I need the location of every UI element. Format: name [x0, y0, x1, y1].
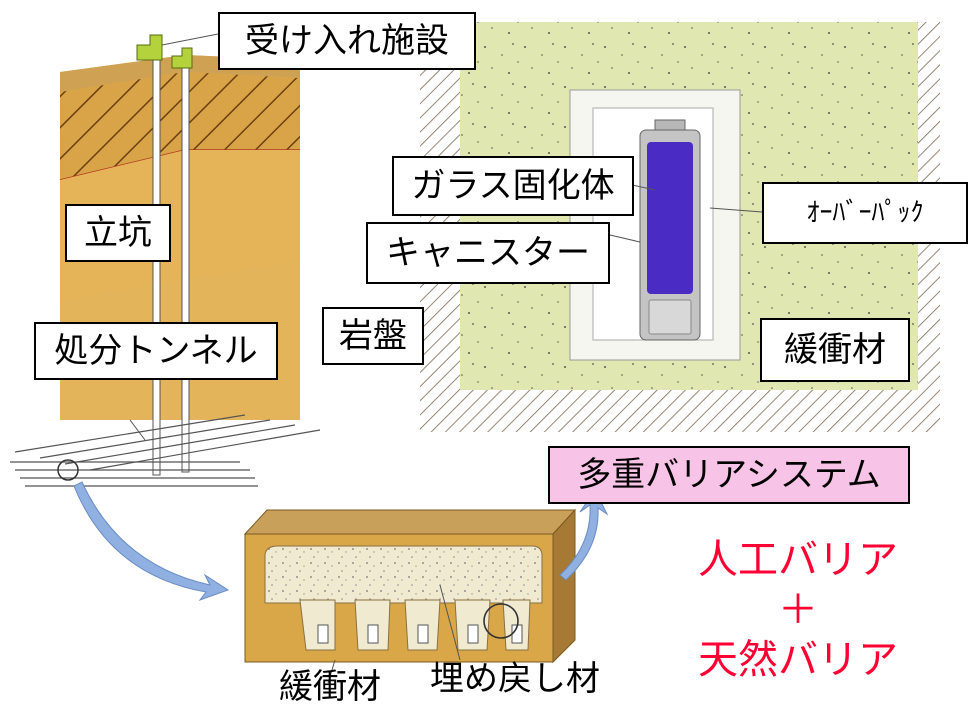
barrier-line-3: 天然バリア [698, 637, 898, 683]
cutaway-top-face [243, 509, 577, 535]
backfill-leader [439, 584, 461, 661]
barrier-line-2: ＋ [778, 587, 818, 633]
multi-barrier-label: 多重バリアシステム [548, 446, 910, 504]
buffer-label-bottom: 緩衝材 [279, 667, 381, 707]
overpack-leader [709, 207, 763, 213]
glass-label: ガラス固化体 [392, 156, 634, 216]
buffer-leader [327, 659, 336, 684]
canister-base [648, 299, 692, 335]
facility-leader [161, 33, 219, 46]
magnify-circle-bottom [483, 603, 519, 639]
surface-facility-2 [171, 47, 193, 69]
glass-body [647, 142, 693, 294]
shaft-1 [152, 54, 161, 476]
hatched-stratum-lines [60, 72, 300, 180]
backfill-zone [264, 545, 543, 604]
tunnel-leader [129, 419, 146, 441]
tunnel-label: 処分トンネル [34, 322, 278, 380]
rock-label: 岩盤 [322, 307, 424, 365]
tunnel-cutaway [243, 508, 577, 684]
overpack-label: ｵｰﾊﾞｰﾊﾟｯｸ [762, 182, 968, 244]
glass-leader [631, 184, 656, 191]
shaft-label: 立坑 [65, 204, 171, 262]
cutaway-side-face [552, 508, 576, 664]
magnify-circle-left [57, 459, 79, 481]
tunnel-grid [10, 414, 321, 487]
canister-label: キャニスター [366, 222, 610, 284]
facility-label: 受け入れ施設 [218, 12, 476, 70]
lower-stratum [60, 150, 300, 300]
buffer-label-top: 緩衝材 [760, 318, 910, 382]
arrow-to-cutaway [73, 481, 230, 602]
surface-facility-1 [136, 34, 163, 61]
shaft-2 [181, 61, 190, 473]
backfill-label: 埋め戻し材 [430, 659, 600, 699]
barrier-line-1: 人工バリア [698, 537, 898, 583]
canister-leader [609, 234, 641, 243]
